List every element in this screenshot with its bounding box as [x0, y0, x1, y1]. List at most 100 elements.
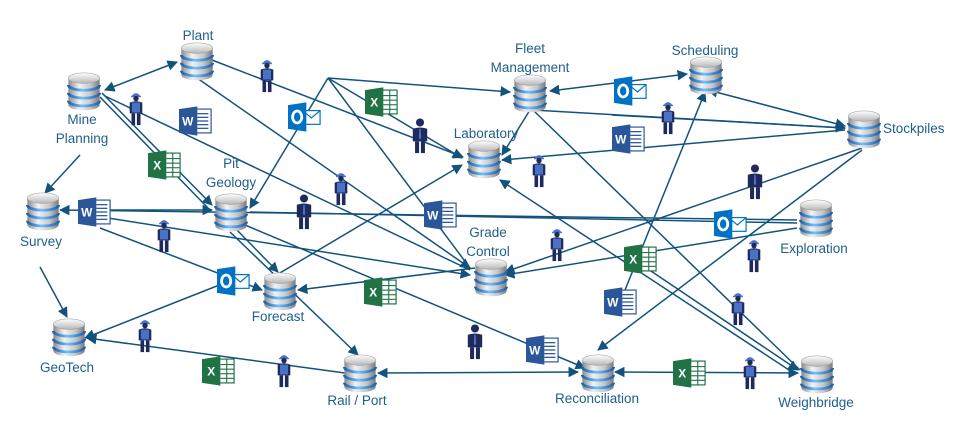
- node-label: Survey: [20, 234, 62, 249]
- database-icon: [179, 42, 215, 82]
- edge-plant-laboratory: [211, 59, 464, 159]
- edge-fleet-weighbridge: [532, 109, 801, 371]
- edge-outlook-hub-pit-geology: [249, 77, 329, 209]
- worker-icon: [743, 357, 757, 390]
- word-icon: [604, 287, 637, 317]
- node-forecast[interactable]: Forecast: [252, 272, 305, 324]
- node-label: Reconciliation: [555, 391, 639, 406]
- node-label: Exploration: [780, 241, 848, 256]
- node-scheduling[interactable]: Scheduling: [672, 43, 739, 96]
- database-icon: [798, 199, 834, 239]
- worker-icon: [532, 155, 546, 188]
- excel-icon: [148, 150, 181, 180]
- node-laboratory[interactable]: Laboratory: [454, 126, 519, 180]
- node-pit-geology[interactable]: Pit Geology: [206, 156, 257, 233]
- edge-stockpiles-laboratory: [500, 129, 846, 165]
- excel-icon: [365, 87, 398, 117]
- word-icon: [424, 200, 457, 230]
- node-label: Weighbridge: [778, 395, 854, 410]
- word-icon: [612, 124, 645, 154]
- database-icon: [25, 192, 61, 232]
- database-icon: [342, 354, 378, 394]
- edge-pit-geology-forecast: [234, 227, 279, 273]
- database-icon: [846, 110, 882, 150]
- node-label: Stockpiles: [883, 121, 945, 136]
- worker-icon: [334, 173, 348, 206]
- node-grade-control[interactable]: Grade Control: [466, 225, 510, 298]
- edge-outlook-hub-grade-control: [327, 77, 471, 269]
- edge-mine-planning-plant: [104, 60, 178, 92]
- excel-icon: [673, 358, 706, 388]
- node-label: Geology: [206, 175, 257, 190]
- node-label: GeoTech: [40, 360, 94, 375]
- edge-reconciliation-weighbridge: [613, 366, 800, 379]
- edge-grade-control-forecast: [296, 267, 476, 295]
- outlook-icon: [614, 76, 647, 106]
- node-label: Plant: [183, 28, 214, 43]
- node-label: Control: [466, 244, 510, 259]
- worker-icon: [157, 220, 171, 253]
- edge-rail-port-reconciliation: [376, 366, 580, 379]
- worker-icon: [138, 320, 152, 353]
- node-label: Pit: [223, 156, 239, 171]
- word-icon: [179, 106, 212, 136]
- edge-exploration-pit-geology: [249, 211, 798, 224]
- businessman-icon: [467, 324, 483, 360]
- edge-forecast-laboratory: [267, 164, 463, 281]
- outlook-icon: [288, 102, 321, 132]
- database-icon: [262, 272, 298, 312]
- node-survey[interactable]: Survey: [20, 192, 62, 249]
- app-icons-layer: [78, 76, 747, 388]
- node-label: Grade: [469, 225, 507, 240]
- edge-stockpiles-scheduling: [706, 87, 847, 129]
- businessman-icon: [412, 118, 428, 154]
- edge-rail-port-geotech: [85, 334, 346, 374]
- database-icon: [512, 74, 548, 114]
- database-icon: [51, 318, 87, 358]
- edge-worker-stockpiles: [611, 114, 847, 133]
- edge-mine-planning-grade-control: [104, 95, 471, 271]
- edge-stockpiles-grade-control: [504, 147, 863, 274]
- word-icon: [78, 197, 111, 227]
- edge-outlook-hub-fleet: [327, 77, 512, 97]
- node-label: Planning: [56, 131, 109, 146]
- edge-survey-geotech: [39, 266, 68, 318]
- edge-weighbridge-laboratory: [499, 179, 793, 373]
- edge-fleet-laboratory: [501, 109, 531, 156]
- edge-survey-grade-control: [107, 217, 472, 279]
- word-icon: [526, 335, 559, 365]
- excel-icon: [364, 277, 397, 307]
- node-label: Fleet: [515, 41, 545, 56]
- businessman-icon: [747, 164, 763, 200]
- node-plant[interactable]: Plant: [179, 28, 215, 82]
- edge-mine-planning-survey: [44, 154, 81, 194]
- database-icon: [580, 354, 616, 394]
- database-icon: [213, 193, 249, 233]
- node-exploration[interactable]: Exploration: [780, 199, 848, 256]
- node-label: Mine: [67, 112, 96, 127]
- database-icon: [688, 56, 724, 96]
- node-mine-planning[interactable]: Mine Planning: [56, 72, 109, 146]
- businessman-icon: [296, 194, 312, 230]
- edge-worker-weighbridge: [641, 264, 799, 371]
- worker-icon: [129, 93, 143, 126]
- node-label: Management: [491, 60, 570, 75]
- worker-icon: [260, 60, 274, 93]
- node-label: Scheduling: [672, 43, 739, 58]
- node-rail-port[interactable]: Rail / Port: [327, 354, 387, 408]
- nodes-layer: Plant Mine Planning Pit Geology Survey G…: [20, 28, 945, 410]
- node-weighbridge[interactable]: Weighbridge: [778, 355, 854, 410]
- node-reconciliation[interactable]: Reconciliation: [555, 354, 639, 406]
- database-icon: [466, 140, 502, 180]
- node-fleet-management[interactable]: Fleet Management: [491, 41, 570, 114]
- node-geotech[interactable]: GeoTech: [40, 318, 94, 375]
- node-label: Rail / Port: [327, 393, 387, 408]
- excel-icon: [202, 356, 235, 386]
- edge-mine-planning-pit-geology: [101, 92, 213, 206]
- outlook-icon: [217, 266, 250, 296]
- edge-forecast-geotech: [84, 279, 233, 340]
- edge-outlook-hub-laboratory: [327, 77, 463, 159]
- worker-icon: [747, 240, 761, 273]
- node-stockpiles[interactable]: Stockpiles: [846, 110, 945, 150]
- worker-icon: [731, 293, 745, 326]
